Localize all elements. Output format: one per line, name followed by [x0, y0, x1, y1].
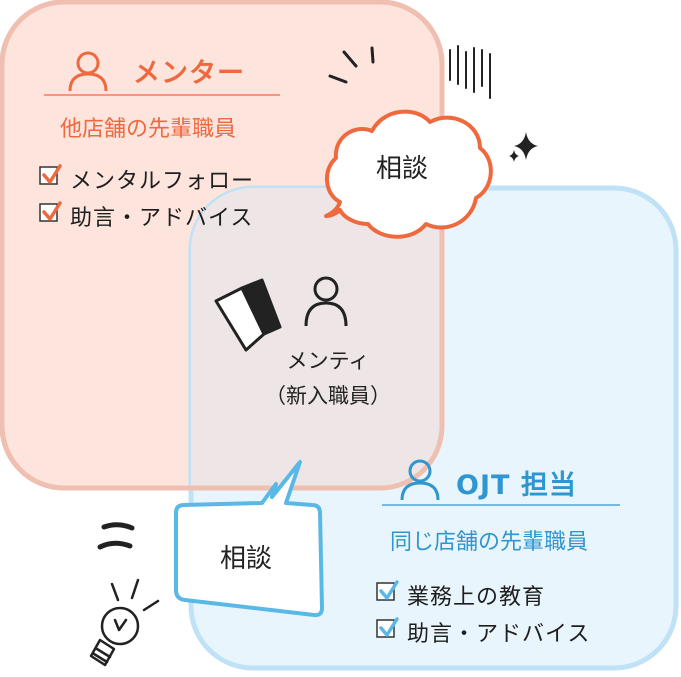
mentor-item-mental-follow: メンタルフォロー: [70, 169, 255, 194]
mentee-person-icon: [304, 276, 348, 327]
expression-lines-icon: [97, 522, 135, 550]
mentor-title: メンター: [133, 58, 245, 89]
consult-bubble-bottom: [174, 460, 324, 618]
light-bulb-icon: [89, 578, 160, 667]
ojt-item-advice: 助言・アドバイス: [407, 622, 591, 647]
ojt-title: OJT 担当: [456, 470, 577, 501]
motion-lines-icon: [328, 46, 375, 84]
consult-bubble-bottom-text: 相談: [220, 544, 273, 574]
ojt-item-business-education: 業務上の教育: [407, 585, 546, 610]
mentor-person-icon: [68, 51, 108, 92]
check-icon: [376, 580, 399, 601]
mentee-label: メンティ: [286, 349, 370, 373]
ojt-person-icon: [400, 459, 440, 501]
check-icon: [39, 164, 62, 185]
check-icon: [376, 617, 399, 638]
sparkle-icon: [509, 132, 538, 162]
ojt-subtitle: 同じ店舗の先輩職員: [390, 530, 589, 555]
mentor-subtitle: 他店舗の先輩職員: [60, 117, 237, 142]
motion-lines-icon: [449, 45, 491, 99]
beginner-mark-icon: [214, 278, 282, 352]
consult-bubble-top: [324, 109, 493, 239]
consult-bubble-top-text: 相談: [376, 154, 429, 184]
check-icon: [39, 201, 62, 222]
mentee-sublabel: （新入職員）: [265, 384, 391, 408]
mentor-item-advice: 助言・アドバイス: [70, 206, 254, 231]
